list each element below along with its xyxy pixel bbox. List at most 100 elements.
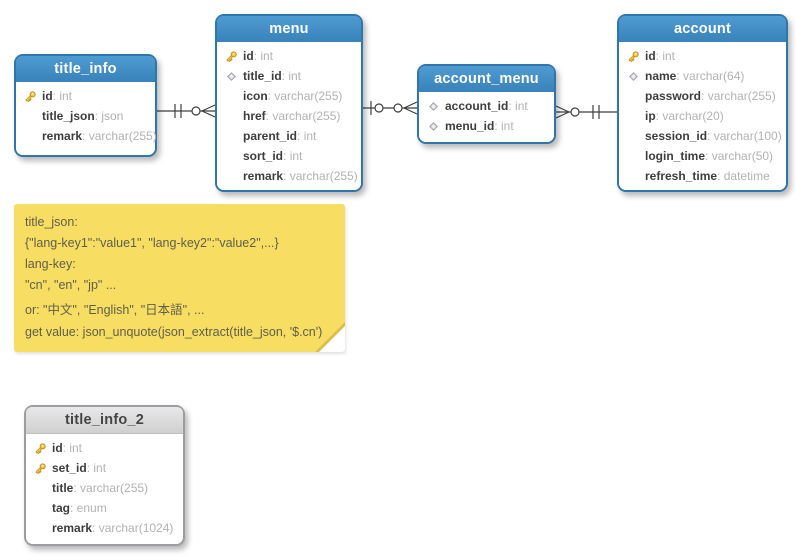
field-type: int xyxy=(254,49,273,63)
cardinality-zero-circle xyxy=(393,103,403,113)
field-icon-cell xyxy=(20,90,42,103)
field-name: remark xyxy=(52,521,93,535)
table-header[interactable]: title_info xyxy=(16,56,155,82)
field-type: varchar(255) xyxy=(73,481,148,495)
field-row-name[interactable]: name varchar(64) xyxy=(623,66,782,86)
table-account[interactable]: account id int name varchar(64) password… xyxy=(617,14,788,192)
field-type: int xyxy=(508,99,528,113)
table-title: title_info_2 xyxy=(65,412,144,428)
field-name: sort_id xyxy=(243,149,284,163)
field-name: login_time xyxy=(645,149,706,163)
field-row-title_id[interactable]: title_id int xyxy=(221,66,357,86)
crow-foot-prong xyxy=(403,101,418,109)
relationship-account_menu-account[interactable] xyxy=(555,105,617,119)
table-header[interactable]: title_info_2 xyxy=(26,407,183,434)
table-body: account_id int menu_id int xyxy=(419,92,554,142)
field-icon-cell xyxy=(623,50,645,63)
relationship-title_info-menu[interactable] xyxy=(157,104,216,118)
primary-key-icon xyxy=(25,90,36,102)
field-row-icon[interactable]: icon varchar(255) xyxy=(221,86,357,106)
field-row-remark[interactable]: remark varchar(255) xyxy=(20,126,157,146)
field-row-session_id[interactable]: session_id varchar(100) xyxy=(623,126,782,146)
primary-key-icon xyxy=(35,462,46,474)
table-account_menu[interactable]: account_menu account_id int menu_id int xyxy=(417,64,556,144)
field-row-ip[interactable]: ip varchar(20) xyxy=(623,106,782,126)
table-menu[interactable]: menu id int title_id int icon varchar(25… xyxy=(215,14,363,192)
field-type: int xyxy=(87,461,106,475)
field-name: ip xyxy=(645,109,656,123)
foreign-key-diamond-icon xyxy=(429,101,438,111)
field-row-login_time[interactable]: login_time varchar(50) xyxy=(623,146,782,166)
field-type: varchar(100) xyxy=(707,129,782,143)
sticky-note-text: title_json: {"lang-key1":"value1", "lang-… xyxy=(14,204,345,352)
note-line: "cn", "en", "jp" ... xyxy=(25,278,117,292)
table-body: id int set_id int title varchar(255) tag… xyxy=(26,434,183,544)
field-row-sort_id[interactable]: sort_id int xyxy=(221,146,357,166)
crow-foot-prong xyxy=(201,110,216,118)
table-body: id int title_id int icon varchar(255) hr… xyxy=(217,42,361,190)
field-row-remark[interactable]: remark varchar(255) xyxy=(221,166,358,186)
field-name: id xyxy=(42,89,53,103)
field-type: int xyxy=(63,441,82,455)
note-line: title_json: xyxy=(25,215,78,229)
field-type: enum xyxy=(70,501,107,515)
field-type: varchar(50) xyxy=(705,149,773,163)
relationship-menu-account_menu[interactable] xyxy=(363,101,418,115)
field-type: int xyxy=(53,89,72,103)
field-type: varchar(1024) xyxy=(92,521,174,535)
field-row-title[interactable]: title varchar(255) xyxy=(30,478,179,498)
field-type: datetime xyxy=(717,169,770,183)
field-type: json xyxy=(95,109,123,123)
field-row-tag[interactable]: tag enum xyxy=(30,498,179,518)
field-row-title_json[interactable]: title_json json xyxy=(20,106,151,126)
field-type: int xyxy=(283,149,303,163)
primary-key-icon xyxy=(35,442,46,454)
field-name: title_json xyxy=(42,109,95,123)
field-icon-cell xyxy=(221,50,243,63)
field-row-account_id[interactable]: account_id int xyxy=(423,96,550,116)
field-row-remark[interactable]: remark varchar(1024) xyxy=(30,518,179,538)
field-icon-cell xyxy=(221,70,243,83)
field-row-menu_id[interactable]: menu_id int xyxy=(423,116,550,136)
table-title: account_menu xyxy=(434,71,539,87)
crow-foot-prong xyxy=(555,111,570,119)
field-type: int xyxy=(656,49,675,63)
field-name: password xyxy=(645,89,702,103)
field-row-set_id[interactable]: set_id int xyxy=(30,458,179,478)
field-name: id xyxy=(645,49,656,63)
field-type: int xyxy=(297,129,317,143)
field-type: varchar(20) xyxy=(656,109,723,123)
field-row-parent_id[interactable]: parent_id int xyxy=(221,126,357,146)
table-header[interactable]: menu xyxy=(217,16,361,42)
field-row-id[interactable]: id int xyxy=(20,86,151,106)
table-title: account xyxy=(674,21,731,37)
field-type: varchar(255) xyxy=(268,89,342,103)
field-row-password[interactable]: password varchar(255) xyxy=(623,86,782,106)
field-row-id[interactable]: id int xyxy=(623,46,782,66)
field-type: int xyxy=(494,119,514,133)
field-name: name xyxy=(645,69,677,83)
crow-foot-prong xyxy=(555,105,570,113)
foreign-key-diamond-icon xyxy=(429,121,438,131)
table-body: id int name varchar(64) password varchar… xyxy=(619,42,786,190)
table-title: title_info xyxy=(54,61,117,77)
sticky-note[interactable]: title_json: {"lang-key1":"value1", "lang-… xyxy=(14,204,345,352)
crow-foot-prong xyxy=(403,107,418,115)
field-icon-cell xyxy=(423,100,445,113)
table-title_info_2[interactable]: title_info_2 id int set_id int title var… xyxy=(24,405,185,546)
field-row-id[interactable]: id int xyxy=(30,438,179,458)
field-icon-cell xyxy=(30,442,52,455)
note-line: {"lang-key1":"value1", "lang-key2":"valu… xyxy=(25,236,279,250)
table-header[interactable]: account_menu xyxy=(419,66,554,92)
field-name: menu_id xyxy=(445,119,495,133)
table-body: id int title_json json remark varchar(25… xyxy=(16,82,157,155)
field-row-refresh_time[interactable]: refresh_time datetime xyxy=(623,166,782,186)
crow-foot-prong xyxy=(201,104,216,112)
table-title_info[interactable]: title_info id int title_json json remark… xyxy=(14,54,157,157)
table-header[interactable]: account xyxy=(619,16,786,42)
field-row-id[interactable]: id int xyxy=(221,46,357,66)
field-row-href[interactable]: href varchar(255) xyxy=(221,106,357,126)
cardinality-zero-circle xyxy=(374,103,384,113)
